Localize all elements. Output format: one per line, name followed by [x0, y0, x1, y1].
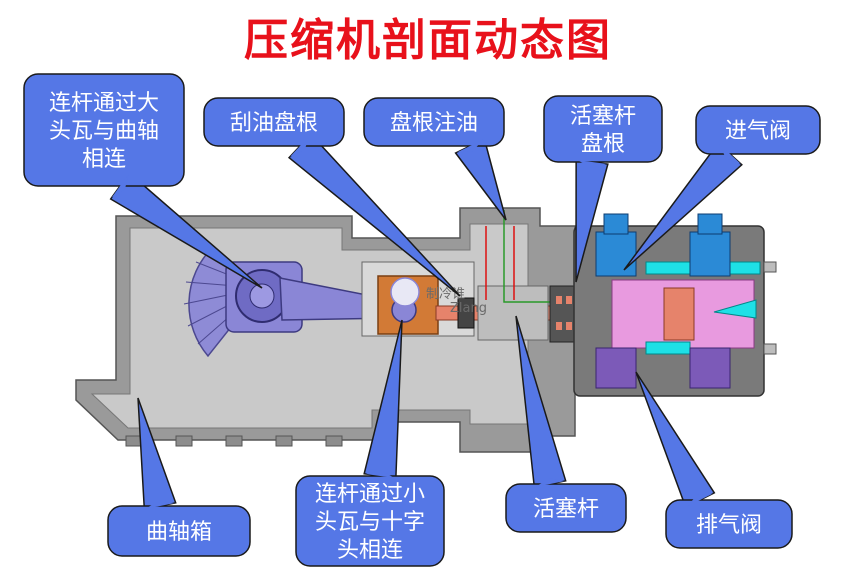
callout-box [543, 95, 663, 163]
callout-box [665, 499, 793, 549]
callout-intake-valve: 进气阀 [623, 105, 821, 271]
callout-label: 活塞杆 [533, 497, 599, 522]
head-bolts [763, 261, 777, 355]
intake-valve-assemblies [595, 213, 731, 277]
exhaust-valve-assemblies [595, 347, 731, 389]
callout-label: 连杆通过大 [49, 91, 159, 116]
callout-label: 曲轴箱 [146, 520, 212, 545]
piston-head [663, 287, 695, 341]
callout-seam [365, 470, 395, 479]
callout-crankcase: 曲轴箱 [107, 397, 251, 557]
watermark-sub: Zlang [450, 301, 487, 316]
callout-label: 进气阀 [725, 119, 791, 144]
watermark-logo [390, 277, 420, 307]
callouts-layer: 连杆通过大头瓦与曲轴相连刮油盘根盘根注油活塞杆盘根进气阀曲轴箱连杆通过小头瓦与十… [23, 73, 821, 567]
callout-label: 盘根 [581, 132, 625, 157]
callout-exhaust-valve: 排气阀 [635, 371, 793, 549]
cooling-passages [645, 261, 761, 355]
callout-box [505, 483, 627, 533]
callout-label: 头瓦与曲轴 [49, 119, 159, 144]
callout-piston-rod: 活塞杆 [505, 315, 627, 533]
oil-lines [485, 210, 552, 303]
base-feet [125, 435, 343, 447]
callout-label: 连杆通过小 [315, 482, 425, 507]
callout-seam [456, 139, 484, 153]
callout-box [363, 97, 505, 147]
callout-box [203, 97, 345, 147]
callout-label: 头瓦与十字 [315, 510, 425, 535]
callout-seam [535, 478, 565, 487]
callout-label: 相连 [82, 147, 126, 172]
callout-label: 活塞杆 [570, 104, 636, 129]
callout-seam [145, 500, 175, 509]
callout-seam [111, 174, 129, 198]
callout-seam [290, 135, 310, 157]
callout-label: 排气阀 [696, 513, 762, 538]
callout-box [107, 505, 251, 557]
crank-pin-center [249, 283, 275, 309]
callout-seam [719, 144, 741, 164]
callout-oil-scraper-packing: 刮油盘根 [203, 97, 461, 297]
callout-label: 盘根注油 [390, 111, 478, 136]
scraper-packing-shape [457, 297, 475, 329]
callout-packing-oil-injection: 盘根注油 [363, 97, 507, 221]
compressor-drawing: 制冷谁 Zlang [75, 207, 777, 453]
callout-seam [687, 493, 713, 507]
distance-piece [477, 285, 549, 341]
callout-label: 头相连 [337, 538, 403, 563]
callout-label: 刮油盘根 [230, 111, 318, 136]
callout-box [295, 475, 445, 567]
callout-box [23, 73, 185, 187]
diagram-title: 压缩机剖面动态图 [244, 15, 612, 66]
callout-box [695, 105, 821, 155]
callout-seam [577, 160, 607, 168]
